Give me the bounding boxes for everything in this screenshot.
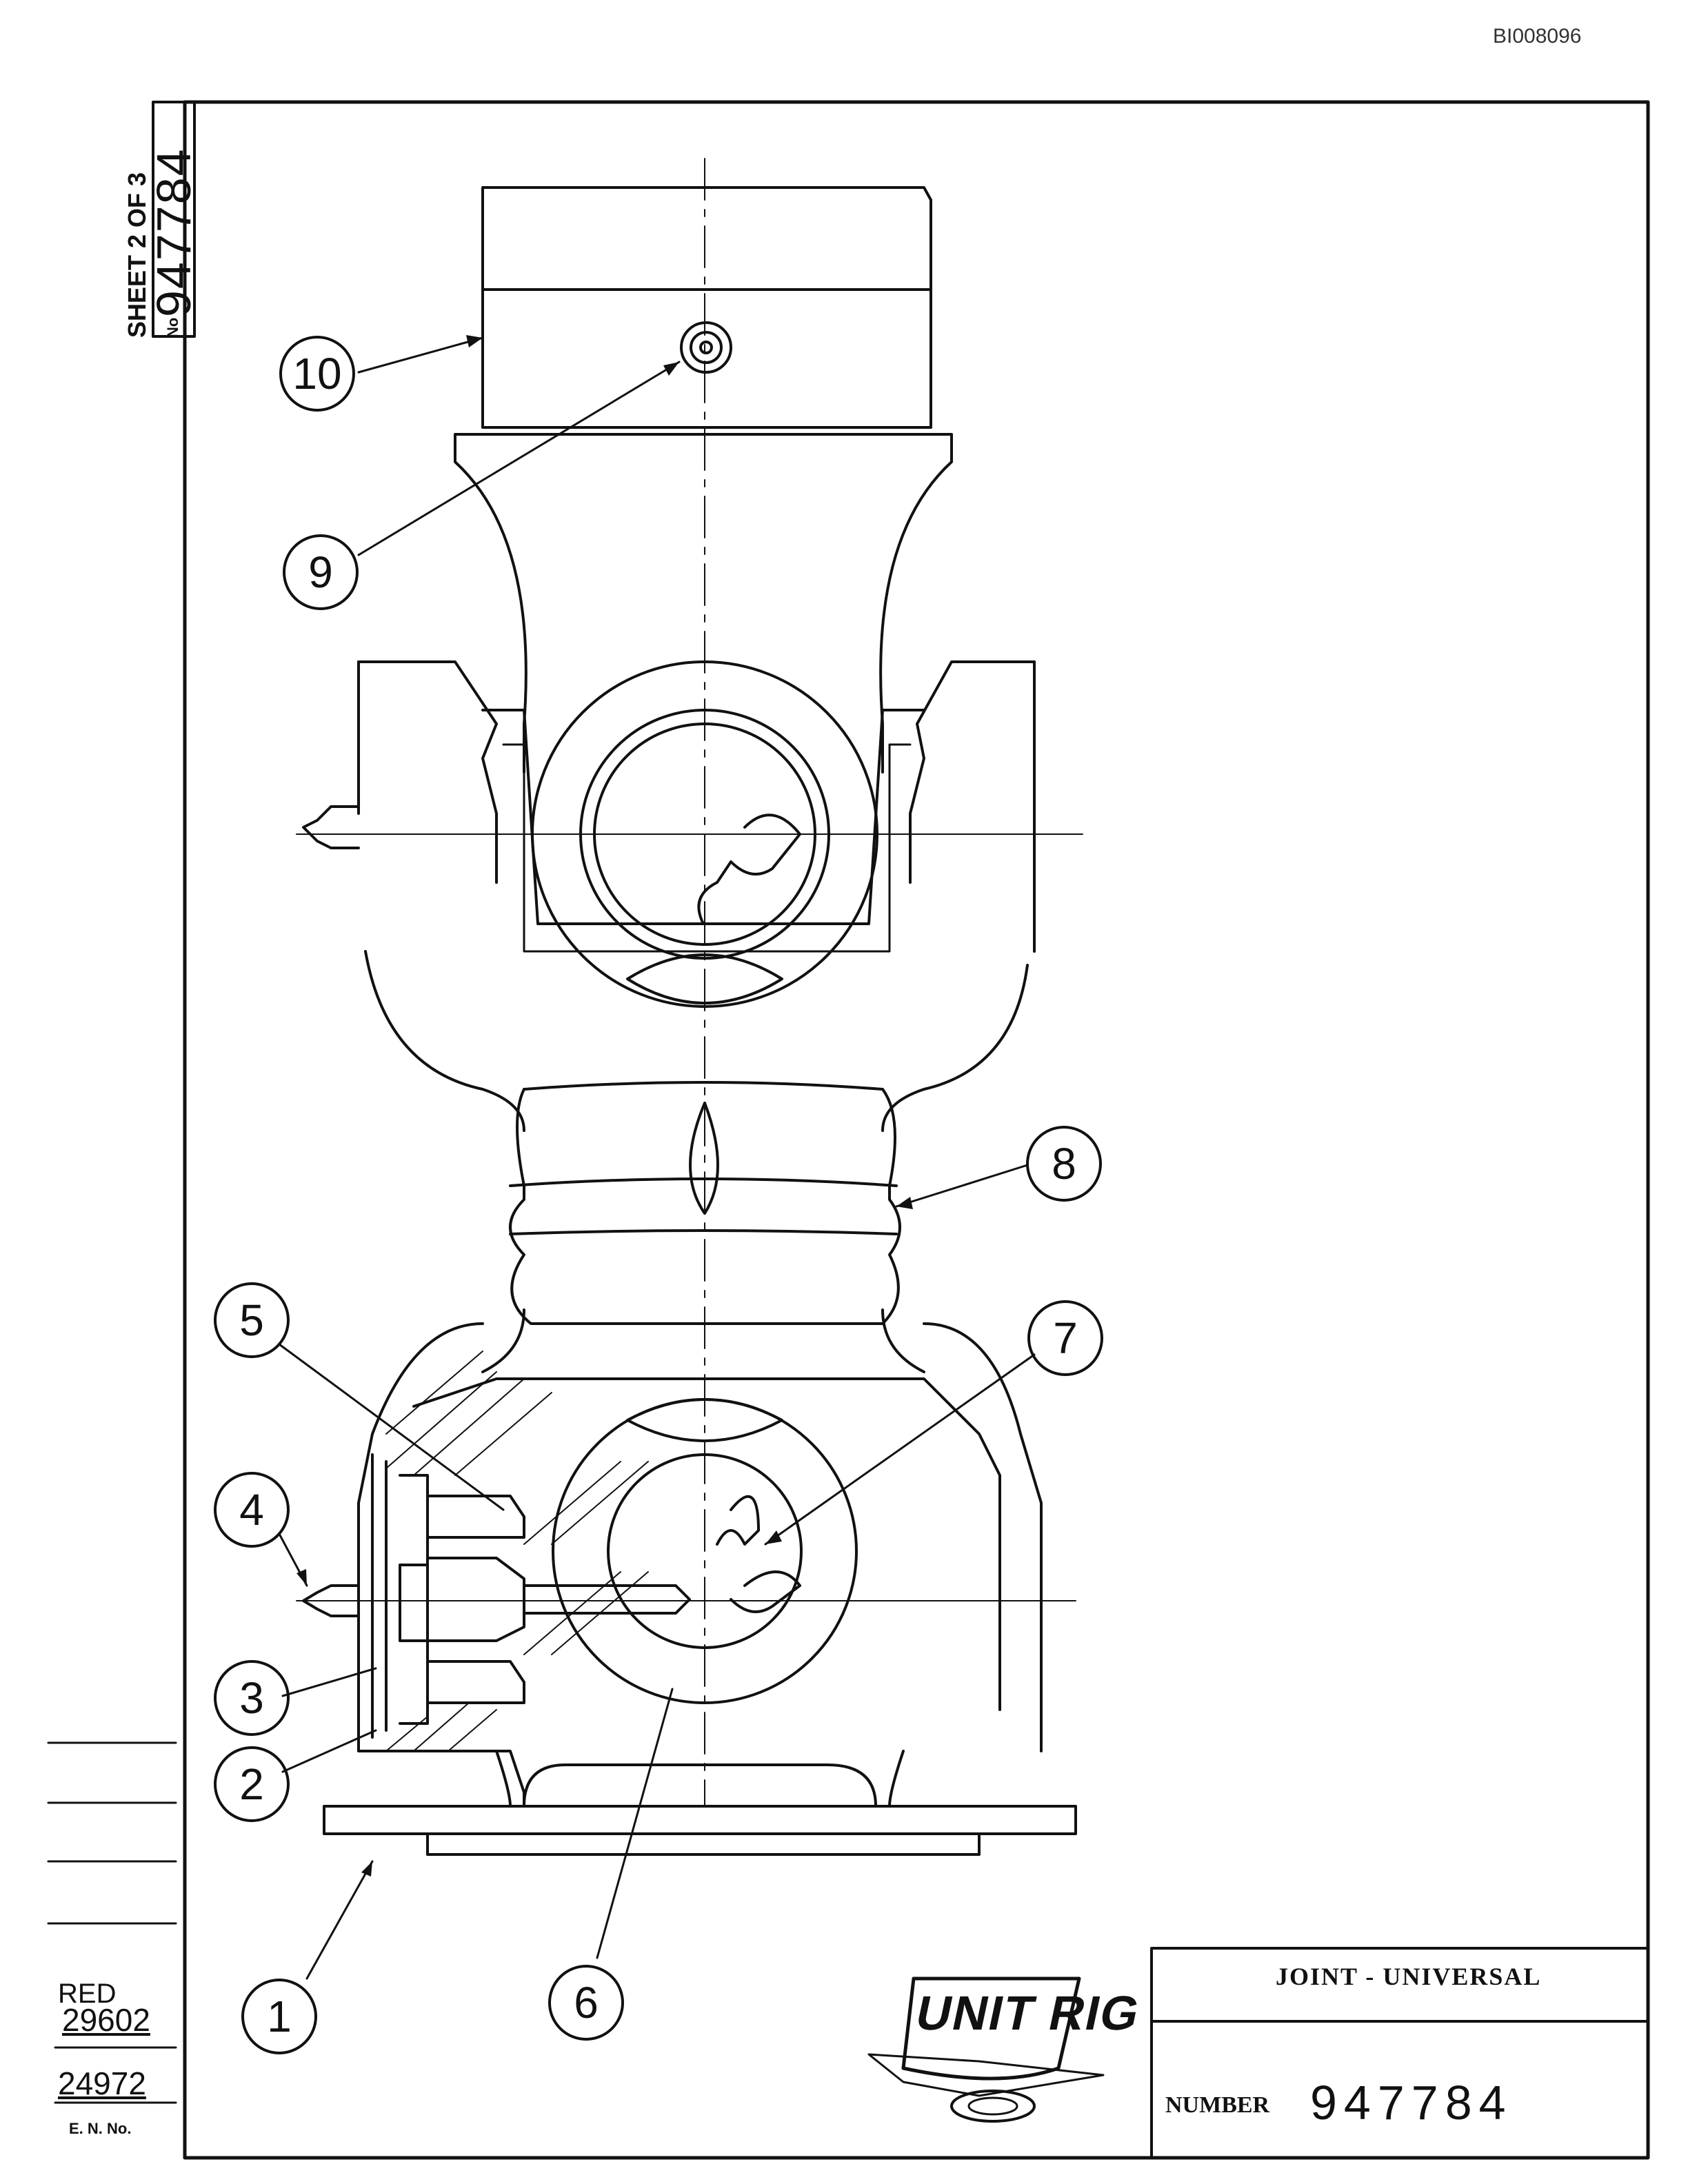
lower-yoke <box>357 1322 1043 1808</box>
callout-3: 3 <box>214 1660 290 1736</box>
callout-6: 6 <box>548 1965 624 2041</box>
callout-10: 10 <box>279 336 355 412</box>
leader-1 <box>305 1860 374 1980</box>
sheet-number-prefix: No <box>164 317 181 338</box>
leader-10 <box>357 336 484 374</box>
part-9-fitting <box>680 321 732 374</box>
ref-number-29602: 29602 <box>62 2002 150 2038</box>
upper-housing <box>357 660 1036 884</box>
leader-5 <box>278 1343 505 1511</box>
callout-9: 9 <box>283 534 359 610</box>
drawing-title: JOINT - UNIVERSAL <box>1276 1963 1542 1990</box>
callout-4: 4 <box>214 1472 290 1548</box>
callout-7: 7 <box>1027 1300 1103 1376</box>
leader-2 <box>281 1729 377 1773</box>
document-id: BI008096 <box>1493 25 1582 48</box>
leader-3 <box>281 1667 377 1697</box>
callout-8: 8 <box>1026 1126 1102 1202</box>
callout-1: 1 <box>241 1979 317 2054</box>
callout-5: 5 <box>214 1282 290 1358</box>
en-number-label: E. N. No. <box>69 2120 132 2137</box>
leader-9 <box>357 361 681 556</box>
upper-yoke <box>454 433 953 774</box>
ref-red-label: RED <box>58 1979 117 2009</box>
callout-2: 2 <box>214 1746 290 1822</box>
part-4-nipple <box>302 1584 360 1617</box>
number-label: NUMBER <box>1165 2092 1270 2118</box>
part-10-tube <box>481 186 932 429</box>
sheet-number: 947784 <box>147 148 201 317</box>
drawing-number: 947784 <box>1310 2076 1513 2130</box>
unit-rig-logo: UNIT RIG <box>911 1986 1146 2040</box>
ref-number-24972: 24972 <box>58 2065 146 2101</box>
sheet-info: SHEET 2 OF 3 No 947784 <box>110 103 201 338</box>
title-block-frame <box>1150 1947 1649 2159</box>
sheet-border <box>183 100 1650 2160</box>
leader-6 <box>596 1688 674 1959</box>
upper-bearing-outer <box>531 660 878 1008</box>
leader-8 <box>895 1164 1029 1208</box>
part-1-base <box>323 1805 1077 1835</box>
sheet-number-box <box>152 101 196 338</box>
leader-7 <box>764 1353 1036 1546</box>
